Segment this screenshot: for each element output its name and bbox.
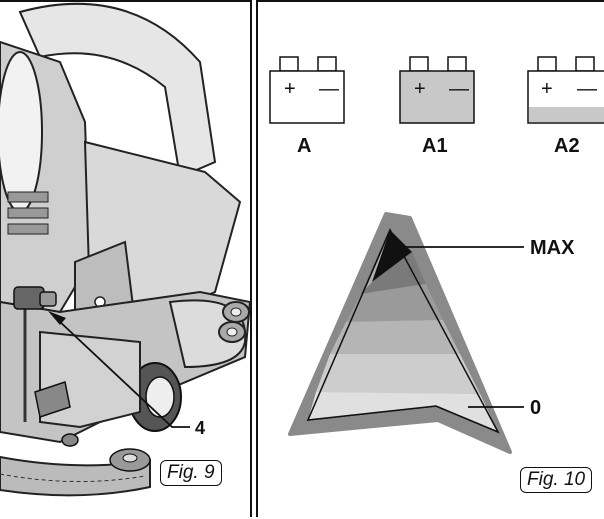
- battery-a: + — A: [269, 56, 345, 157]
- level-indicator: [288, 212, 524, 454]
- svg-text:A1: A1: [422, 135, 448, 157]
- svg-text:+: +: [284, 78, 296, 100]
- svg-text:A: A: [297, 135, 311, 157]
- svg-text:+: +: [414, 78, 426, 100]
- floor-scrubber-illustration: [0, 2, 252, 497]
- svg-text:A2: A2: [554, 135, 580, 157]
- svg-text:—: —: [577, 78, 597, 100]
- battery-level-diagram: + — A + — A1 + — A2: [269, 56, 604, 454]
- svg-text:—: —: [449, 78, 469, 100]
- battery-a2: + — A2: [527, 56, 604, 157]
- figure-9-text-layer: 4: [195, 418, 205, 438]
- callout-4: 4: [195, 418, 205, 438]
- svg-text:+: +: [541, 78, 553, 100]
- figure-10-caption: Fig. 10: [520, 467, 593, 493]
- figure-10-panel: + — A + — A1 + — A2: [256, 0, 604, 517]
- figure-9-panel: 4 Fig. 9: [0, 0, 252, 517]
- figure-10-text-layer: MAX 0: [530, 237, 575, 419]
- battery-a1: + — A1: [399, 56, 475, 157]
- level-min-label: 0: [530, 397, 541, 419]
- figure-9-caption: Fig. 9: [160, 460, 222, 486]
- level-max-label: MAX: [530, 237, 575, 259]
- svg-text:—: —: [319, 78, 339, 100]
